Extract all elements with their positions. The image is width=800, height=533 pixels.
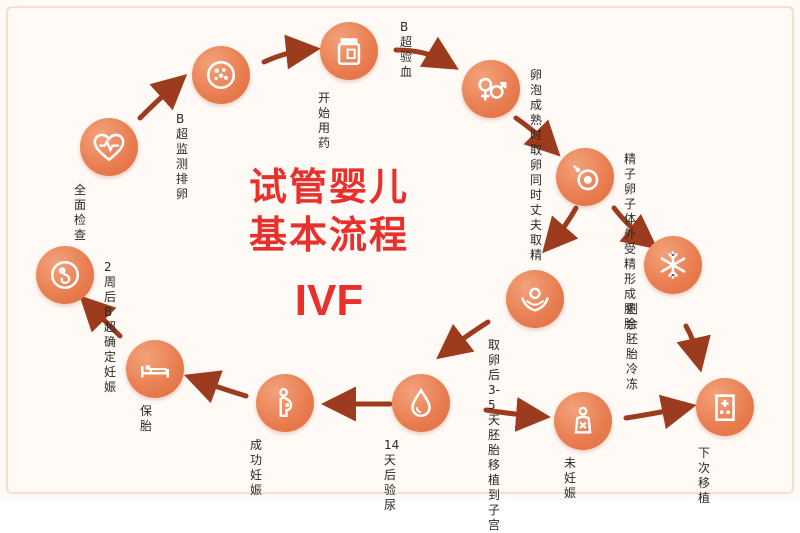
border-frame bbox=[6, 6, 794, 494]
pregnant-woman-icon bbox=[256, 374, 314, 432]
arrow-check-to-monitor bbox=[137, 74, 188, 121]
snowflake-icon bbox=[644, 236, 702, 294]
step-label: 未妊娠 bbox=[564, 456, 577, 500]
arrow-protection-to-confirm bbox=[79, 295, 123, 339]
step-label: 14天后验尿 bbox=[384, 438, 400, 512]
diagram-title: 试管婴儿 基本流程 IVF bbox=[224, 163, 434, 331]
fetus-icon bbox=[36, 246, 94, 304]
step-label: 剩余胚胎冷冻 bbox=[626, 302, 639, 391]
heart-pulse-icon bbox=[80, 118, 138, 176]
arrow-fertilization-to-freeze bbox=[611, 205, 658, 250]
title-line-3: IVF bbox=[294, 276, 364, 325]
arrow-transfer-to-urine bbox=[436, 319, 491, 360]
step-label: 保胎 bbox=[140, 404, 153, 433]
arrow-ultrasound-to-retrieval bbox=[513, 115, 561, 157]
medicine-box-icon bbox=[320, 22, 378, 80]
step-label: 取卵后3-5天 胚胎移植到子宫 bbox=[488, 338, 501, 532]
bed-rest-icon bbox=[126, 340, 184, 398]
step-label: 成功妊娠 bbox=[250, 438, 263, 497]
arrow-notpregnant-to-next bbox=[623, 394, 697, 430]
sperm-egg-icon bbox=[556, 148, 614, 206]
ivf-flow-diagram: 试管婴儿 基本流程 IVF 全面检查 B超监测排卵 开始用药 B超验血 卵泡成熟… bbox=[6, 6, 794, 532]
arrow-monitor-to-medication bbox=[261, 34, 321, 70]
pregnant-cross-icon bbox=[554, 392, 612, 450]
hospital-icon bbox=[696, 378, 754, 436]
step-label: B超监测排卵 bbox=[176, 112, 189, 201]
step-label: 精子卵子体外 受精形成胚胎 bbox=[624, 152, 637, 331]
step-label: 全面检查 bbox=[74, 183, 87, 242]
arrow-medication-to-ultrasound bbox=[393, 36, 459, 70]
title-line-1: 试管婴儿 bbox=[248, 165, 409, 209]
step-label: 下次移植 bbox=[698, 446, 711, 505]
arrow-fertilization-to-transfer bbox=[542, 205, 579, 254]
flow-arrows bbox=[79, 34, 711, 432]
step-label: B超验血 bbox=[400, 20, 413, 79]
step-label: 2周后B超 确定妊娠 bbox=[104, 260, 117, 394]
arrow-success-to-protection bbox=[183, 370, 249, 404]
step-label: 开始用药 bbox=[318, 91, 331, 150]
arrow-freeze-to-next bbox=[676, 323, 711, 373]
follicle-icon bbox=[192, 46, 250, 104]
step-label: 卵泡成熟时取卵 同时丈夫取精 bbox=[530, 68, 543, 262]
arrow-urine-to-notpregnant bbox=[483, 397, 551, 432]
hands-embryo-icon bbox=[506, 270, 564, 328]
title-line-2: 基本流程 bbox=[248, 213, 409, 257]
gender-icon bbox=[462, 60, 520, 118]
drop-icon bbox=[392, 374, 450, 432]
